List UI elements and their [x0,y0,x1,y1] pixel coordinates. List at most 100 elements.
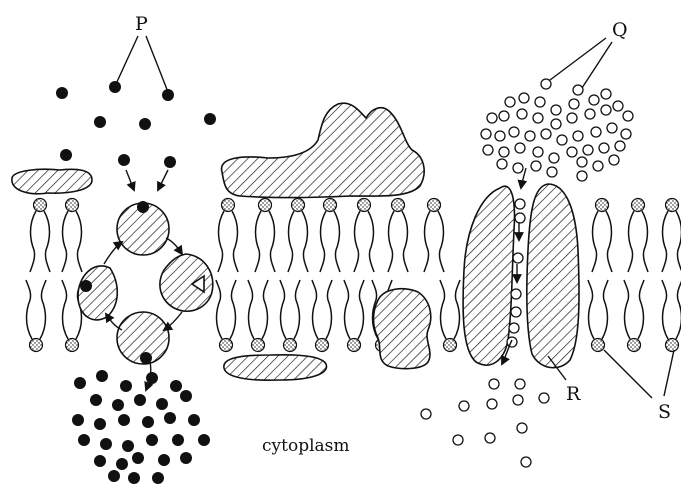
molecule-q [607,123,617,133]
molecule-p [78,434,90,446]
molecule-p [132,452,144,464]
molecule-q [533,113,543,123]
molecule-q [453,435,463,445]
molecule-p [94,116,106,128]
molecule-q [499,111,509,121]
phospholipid-outer [388,199,408,273]
molecule-q [495,131,505,141]
molecule-q [535,97,545,107]
molecule-p [120,380,132,392]
molecule-p [152,472,164,484]
molecule-q [513,395,523,405]
peripheral-protein-left [12,169,92,193]
molecule-p [80,280,92,292]
molecule-p [109,81,121,93]
molecule-p [164,412,176,424]
molecule-q [509,323,519,333]
phospholipid-outer [62,199,82,273]
molecule-q [589,95,599,105]
molecule-q [591,127,601,137]
molecule-p [170,380,182,392]
label-cytoplasm: cytoplasm [262,436,350,456]
molecule-p [146,434,158,446]
molecule-q [623,111,633,121]
molecule-q [487,399,497,409]
molecule-q [485,433,495,443]
molecule-q [513,253,523,263]
molecule-q [515,379,525,389]
molecule-q [615,141,625,151]
molecule-q [601,89,611,99]
phospholipid-inner [588,280,608,352]
molecule-p [164,156,176,168]
molecule-q [567,147,577,157]
molecule-q [569,99,579,109]
molecule-q [551,105,561,115]
phospholipid-outer [288,199,308,273]
molecule-q [487,113,497,123]
molecule-q [513,163,523,173]
phospholipid-inner [280,280,300,352]
molecule-p [56,87,68,99]
channel-protein-right [527,184,579,368]
molecule-p [100,438,112,450]
molecule-q [533,147,543,157]
label-p: P [135,13,148,35]
molecule-p [96,370,108,382]
molecule-q [481,129,491,139]
molecule-p [180,390,192,402]
molecule-p [158,454,170,466]
phospholipid-inner [440,280,460,352]
molecule-q [539,393,549,403]
molecule-q [541,129,551,139]
molecule-p [156,398,168,410]
molecule-p [94,418,106,430]
phospholipid-inner [248,280,268,352]
phospholipid-outer [424,199,444,273]
molecule-q [557,135,567,145]
molecule-p [90,394,102,406]
molecule-p [60,149,72,161]
molecule-q [483,145,493,155]
molecule-q [551,119,561,129]
molecule-p [198,434,210,446]
carrier-cycle [78,203,213,364]
phospholipid-inner [26,280,46,352]
label-q: Q [612,19,628,41]
molecule-p [112,399,124,411]
phospholipid-outer [218,199,238,273]
molecule-q [599,143,609,153]
molecule-q [583,145,593,155]
molecule-q [577,157,587,167]
molecule-q [531,161,541,171]
phospholipid-outer [628,199,648,273]
molecule-q [515,213,525,223]
molecule-q [573,131,583,141]
phospholipid-outer [354,199,374,273]
molecule-q [593,161,603,171]
molecule-q [519,93,529,103]
phospholipid-inner [312,280,332,352]
molecule-q [459,401,469,411]
molecule-p [72,414,84,426]
molecule-p [74,377,86,389]
molecule-q [525,131,535,141]
phospholipid-outer [662,199,681,273]
phospholipid-inner [662,280,681,352]
molecule-p [139,118,151,130]
phospholipid-inner [216,280,236,352]
molecule-p [204,113,216,125]
molecule-q [517,109,527,119]
molecule-p [122,440,134,452]
phospholipid-outer [255,199,275,273]
molecule-q [489,379,499,389]
phospholipid-outer [592,199,612,273]
phospholipid-outer [320,199,340,273]
molecule-q [505,97,515,107]
phospholipid-inner [624,280,644,352]
molecule-p [188,414,200,426]
peripheral-protein-top [222,103,425,197]
label-s: S [658,401,671,423]
molecule-q [515,199,525,209]
